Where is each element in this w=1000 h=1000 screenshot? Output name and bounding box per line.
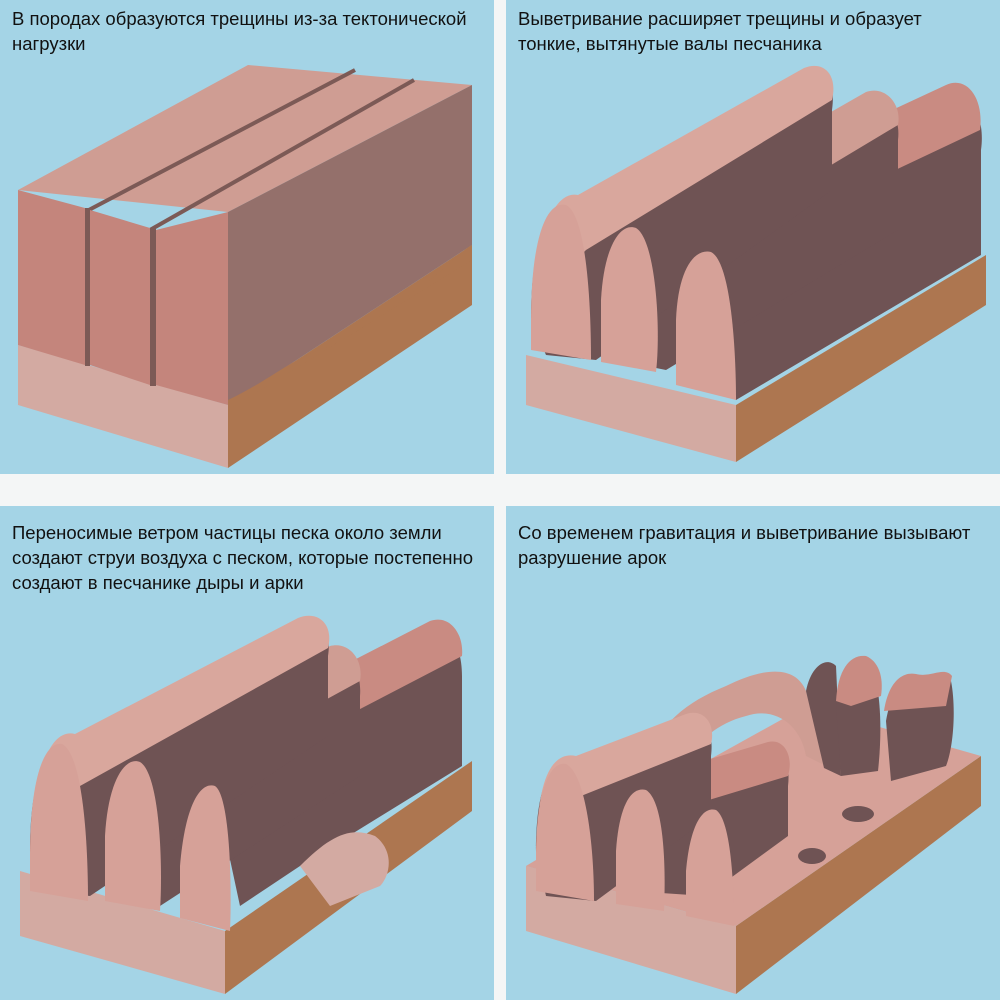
panel-stage-2: Выветривание расширяет трещины и образуе… <box>506 0 1000 474</box>
sandstone-fins-illustration <box>526 65 986 462</box>
panel-2-caption: Выветривание расширяет трещины и образуе… <box>518 8 922 54</box>
collapsed-arches-illustration <box>526 655 981 994</box>
panel-stage-4: Со временем гравитация и выветривание вы… <box>506 506 1000 1000</box>
panel-4-caption: Со временем гравитация и выветривание вы… <box>518 522 971 568</box>
panel-3-caption: Переносимые ветром частицы песка около з… <box>12 522 474 593</box>
holes-and-arches-forming-illustration <box>20 615 472 994</box>
jointed-rock-block-illustration <box>18 65 472 468</box>
panel-1-caption: В породах образуются трещины из-за текто… <box>12 8 467 54</box>
panel-stage-1: В породах образуются трещины из-за текто… <box>0 0 494 474</box>
panel-stage-3: Переносимые ветром частицы песка около з… <box>0 506 494 1000</box>
